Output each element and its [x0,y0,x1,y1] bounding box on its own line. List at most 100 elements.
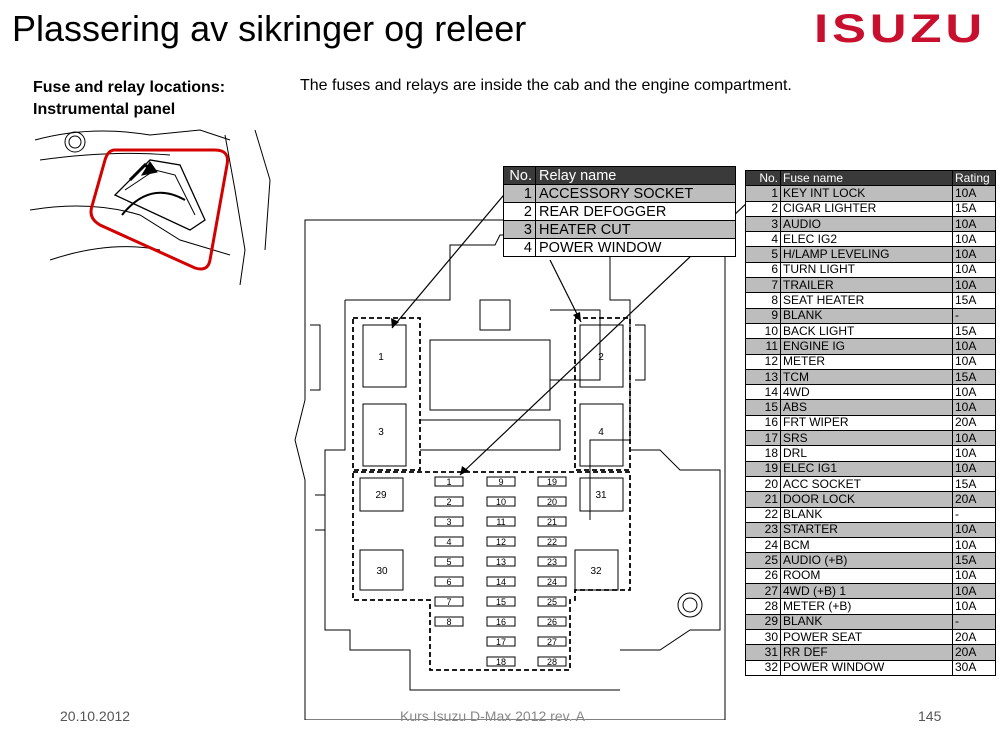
big-fuse-label: 29 [375,490,387,501]
fuse-rating: 15A [952,200,996,217]
small-fuse-slot [486,656,516,667]
big-fuse-32 [574,549,619,591]
arrow-relay-1 [391,189,509,329]
fuse-name: BACK LIGHT [780,322,953,340]
small-fuse-slot [486,576,516,587]
fuse-name: ACC SOCKET [780,475,953,493]
isuzu-logo: ISUZU [814,10,983,46]
small-fuse-label: 18 [496,657,506,667]
footer-course: Kurs Isuzu D-Max 2012 rev. A [400,708,585,724]
fuse-no: 19 [745,460,781,477]
dash-line [49,246,161,261]
section-subtitle: Fuse and relay locations: Instrumental p… [33,77,225,121]
fuse-rating: 15A [952,552,996,569]
fuse-name: ELEC IG1 [780,460,953,477]
fuse-no: 1 [745,185,781,202]
fuse-name: POWER SEAT [780,628,953,646]
arrow-head [391,318,399,328]
small-fuse-label: 13 [496,557,506,567]
footer-page-number: 145 [918,708,942,724]
fuse-no: 30 [745,628,781,646]
fuse-header-row: No. Fuse name Rating [745,169,996,187]
small-fuse-slot [486,596,516,607]
small-fuse-slot [434,576,464,587]
small-fuse-slot [486,536,516,547]
relay-1 [362,324,407,388]
fuse-no: 4 [745,231,781,248]
small-fuse-slot [434,476,464,487]
fuse-name: DOOR LOCK [780,491,953,508]
small-fuse-label: 5 [446,557,451,567]
relay-header-no: No. [503,166,536,185]
fuse-no: 6 [745,261,781,279]
fuse-header-name: Fuse name [780,169,953,187]
fuse-box-diagram: 1 2 3 4 29 30 31 32 12345678910111213141… [294,189,751,720]
small-fuse-label: 27 [547,637,557,647]
fuse-no: 21 [745,491,781,508]
fuse-no: 20 [745,475,781,493]
fuse-name: METER (+B) [780,598,953,615]
small-fuse-slot [486,516,516,527]
small-fuse-label: 3 [446,517,451,527]
page-title: Plassering av sikringer og releer [12,8,527,49]
fuse-name: METER [780,353,953,370]
relay-name: POWER WINDOW [535,238,736,257]
small-fuse-label: 12 [496,537,506,547]
fuse-no: 18 [745,445,781,462]
small-fuse-slot [537,636,567,647]
fuse-no: 2 [745,200,781,217]
small-fuse-slot [537,516,567,527]
box-outline [324,300,620,691]
fuse-header-rating: Rating [952,169,996,187]
fuse-rating: 30A [952,659,996,676]
fuse-no: 7 [745,277,781,294]
relay-no: 4 [503,238,536,257]
big-fuse-31 [579,477,624,512]
arrow-head [573,312,581,322]
small-fuse-label: 22 [547,537,557,547]
fuse-name: KEY INT LOCK [780,185,953,202]
fuse-rating: 10A [952,231,996,248]
relay-name: ACCESSORY SOCKET [535,184,736,203]
fuse-rating: 10A [952,430,996,447]
big-fuse-label: 32 [590,566,602,577]
fuse-no: 22 [745,506,781,523]
fuse-no: 5 [745,246,781,263]
side-clip [310,324,321,391]
big-fuse-29 [359,477,404,512]
relay-2 [579,324,624,388]
side-clip [635,324,646,381]
vent-circle [68,135,82,149]
small-fuse-slot [537,656,567,667]
fuse-rating: 15A [952,368,996,386]
relay-header-row: No. Relay name [503,166,736,185]
relay-no: 3 [503,220,536,239]
fuse-rating: 10A [952,384,996,401]
footer-date: 20.10.2012 [60,708,131,724]
fuse-name: TRAILER [780,277,953,294]
inner-recess [479,299,511,331]
fuse-name: TURN LIGHT [780,261,953,279]
fuse-no: 11 [745,338,781,355]
fuse-rating: 15A [952,292,996,309]
arrow-relay-2 [549,259,582,323]
small-fuse-label: 4 [446,537,451,547]
fuse-rating: 10A [952,246,996,263]
small-fuse-label: 16 [496,617,506,627]
small-fuse-label: 7 [446,597,451,607]
relay-group-left [352,317,421,471]
